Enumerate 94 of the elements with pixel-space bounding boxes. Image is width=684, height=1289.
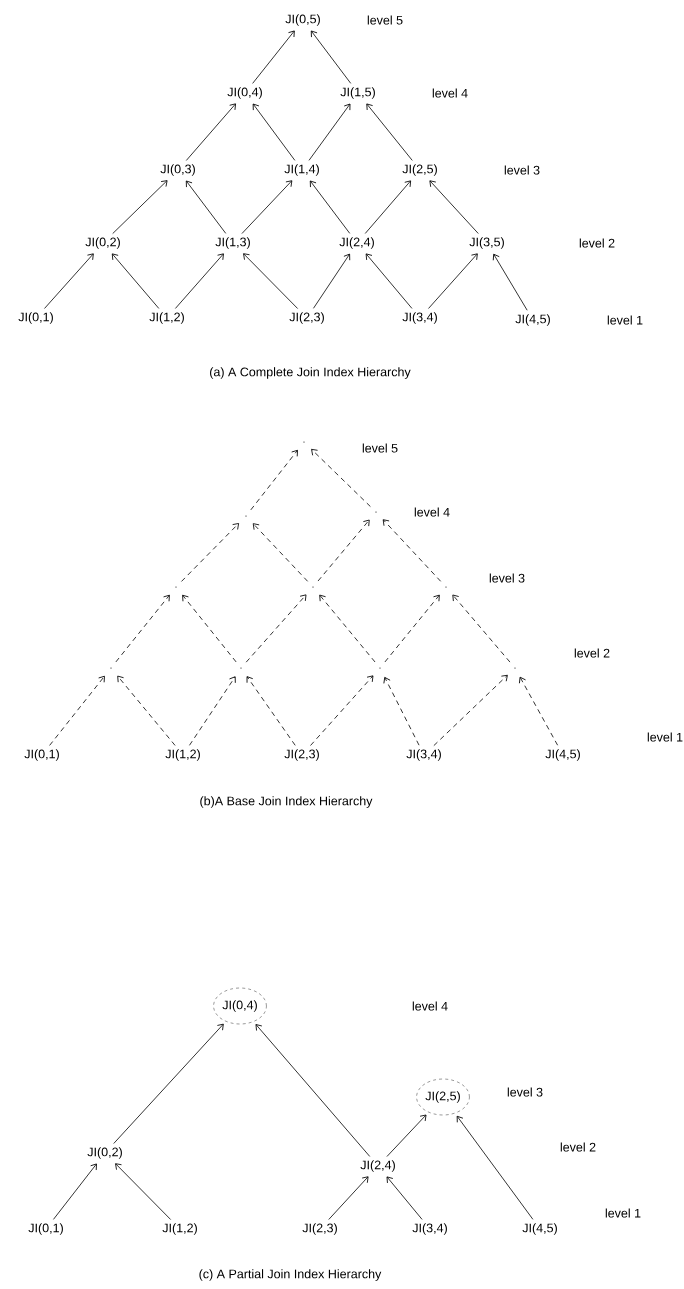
arrow [117, 675, 176, 746]
arrow [113, 1023, 224, 1144]
level-label: level 2 [560, 1142, 596, 1152]
node-label: JI(0,4) [227, 87, 262, 99]
arrow [252, 30, 295, 84]
arrow [519, 676, 558, 746]
node-label: JI(3,4) [402, 312, 437, 324]
arrow [182, 594, 237, 663]
level-label: level 2 [574, 648, 610, 658]
node-label: JI(1,2) [149, 312, 184, 324]
level-label: level 4 [432, 88, 468, 98]
node-label: JI(1,3) [215, 237, 250, 249]
node-label: JI(1,2) [165, 749, 200, 761]
arrow [433, 674, 508, 746]
arrow [383, 676, 420, 746]
arrow [111, 253, 160, 309]
arrow [310, 30, 352, 84]
level-label: level 2 [579, 238, 615, 248]
node-label: JI(4,5) [515, 314, 550, 326]
arrow [317, 519, 370, 582]
arrow [492, 253, 528, 311]
arrow [115, 594, 170, 663]
arrow [185, 103, 236, 161]
arrow [49, 675, 105, 746]
node-label: JI(3,5) [469, 237, 504, 249]
node-label: JI(2,3) [302, 1223, 337, 1235]
arrow [252, 523, 309, 582]
arrow [189, 676, 236, 746]
arrow [308, 103, 351, 161]
node-label: JI(4,5) [522, 1223, 557, 1235]
arrow [428, 253, 478, 309]
node-label: JI(0,1) [18, 312, 53, 324]
node-label: JI(0,3) [160, 164, 195, 176]
arrow [386, 1176, 423, 1220]
node-label: JI(1,4) [284, 164, 319, 176]
arrow [245, 594, 307, 663]
caption: (c) A Partial Join Index Hierarchy [199, 1269, 382, 1281]
level-label: level 1 [605, 1208, 641, 1218]
node-label: JI(2,4) [360, 1160, 395, 1172]
arrow [53, 1163, 97, 1220]
arrow [364, 180, 412, 234]
level-label: level 4 [412, 1001, 448, 1011]
level-label: level 3 [507, 1087, 543, 1097]
arrow [319, 594, 376, 663]
level-label: level 1 [607, 315, 643, 325]
node-label: JI(0,1) [24, 749, 59, 761]
arrow [310, 675, 374, 746]
arrow [181, 523, 240, 582]
arrow [185, 180, 227, 234]
node-label: JI(0,2) [85, 237, 120, 249]
arrow [313, 253, 351, 309]
arrow [246, 676, 296, 746]
arrow [452, 594, 511, 663]
node-label: JI(3,4) [412, 1223, 447, 1235]
arrow [309, 180, 351, 234]
arrow [429, 180, 479, 234]
level-label: level 4 [414, 507, 450, 517]
node-label: JI(0,2) [87, 1147, 122, 1159]
arrow [384, 594, 440, 663]
node-label: JI(4,5) [545, 749, 580, 761]
level-label: level 5 [362, 443, 398, 453]
arrow [382, 519, 442, 582]
level-label: level 3 [504, 165, 540, 175]
level-label: level 3 [489, 573, 525, 583]
node-label: JI(1,5) [340, 87, 375, 99]
node-label: JI(0,5) [285, 14, 320, 26]
arrow [311, 448, 371, 507]
node-label: JI(2,3) [289, 312, 324, 324]
arrow [243, 253, 299, 309]
arrow [386, 1114, 427, 1157]
arrow [175, 253, 224, 309]
node-label: JI(2,4) [339, 237, 374, 249]
arrow [328, 1176, 369, 1220]
arrow [241, 180, 293, 234]
dashed-ellipse-node: JI(0,4) [213, 987, 267, 1025]
arrow [366, 103, 413, 161]
node-label: JI(2,5) [402, 164, 437, 176]
level-label: level 5 [367, 15, 403, 25]
arrow [112, 180, 168, 234]
arrow [365, 253, 413, 309]
arrow [255, 1024, 371, 1157]
node-label: JI(1,2) [162, 1223, 197, 1235]
caption: (a) A Complete Join Index Hierarchy [210, 367, 411, 379]
arrow [252, 103, 296, 161]
node-label: JI(2,3) [284, 749, 319, 761]
arrow [44, 253, 94, 309]
arrow [115, 1163, 172, 1220]
node-label: JI(0,1) [28, 1223, 63, 1235]
arrow [456, 1115, 534, 1220]
caption: (b)A Base Join Index Hierarchy [200, 796, 373, 808]
arrow [250, 449, 298, 511]
node-label: JI(3,4) [406, 749, 441, 761]
level-label: level 1 [647, 732, 683, 742]
dashed-ellipse-node: JI(2,5) [416, 1078, 470, 1116]
